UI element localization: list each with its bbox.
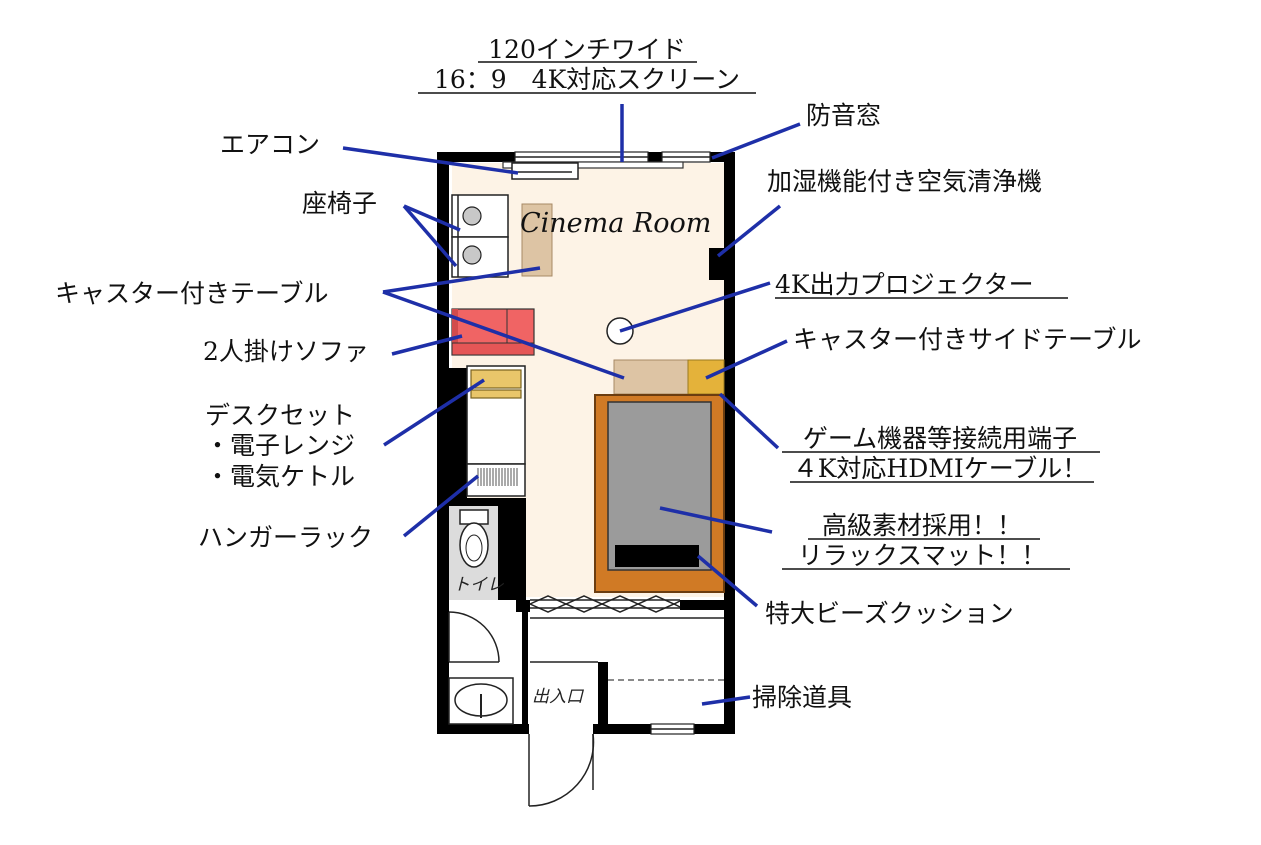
label-terminal-line2: ４K対応HDMIケーブル！ — [793, 454, 1088, 483]
toilet-door — [448, 611, 500, 663]
label-aircon: エアコン — [220, 130, 320, 159]
leader-window — [711, 122, 801, 160]
top-window — [514, 151, 711, 163]
label-screen-line2: 16：9 4K対応スクリーン — [434, 65, 740, 94]
leader-projector — [619, 281, 771, 333]
hanger-rack — [466, 463, 526, 497]
label-cushion: 特大ビーズクッション — [765, 599, 1014, 628]
leader-table-2 — [382, 290, 625, 380]
label-desk-line3: ・電気ケトル — [205, 462, 355, 491]
label-terminal-line1: ゲーム機器等接続用端子 — [803, 424, 1077, 453]
bottom-window — [650, 723, 695, 735]
label-desk-line2: ・電子レンジ — [205, 431, 355, 460]
leader-mat — [659, 506, 773, 534]
label-desk-line1: デスクセット — [205, 401, 355, 430]
leader-hanger — [402, 474, 480, 538]
label-caster-table: キャスター付きテーブル — [55, 279, 329, 308]
leader-cleaning — [701, 695, 751, 706]
leader-table-1 — [382, 266, 541, 294]
floor-chairs — [451, 194, 509, 278]
toilet-label: トイレ — [453, 575, 504, 595]
desk-set — [466, 365, 526, 465]
entrance-label: 出入口 — [532, 687, 585, 707]
label-cleaning: 掃除道具 — [752, 683, 852, 712]
leader-terminal — [718, 392, 780, 450]
hallway: 出入口 — [530, 617, 724, 707]
leader-aircon — [342, 146, 519, 175]
leader-chair-2 — [402, 204, 458, 268]
toilet-room: トイレ — [449, 506, 504, 600]
air-conditioner — [511, 162, 579, 180]
label-chairs: 座椅子 — [302, 189, 377, 218]
label-hanger: ハンガーラック — [198, 523, 373, 552]
leader-side-table — [705, 339, 788, 380]
leader-sofa — [391, 334, 463, 356]
caster-side-table-large — [613, 359, 689, 395]
leader-cushion — [696, 554, 759, 608]
screen — [502, 161, 684, 169]
leader-purifier — [716, 204, 782, 258]
label-screen-line1: 120インチワイド — [488, 35, 686, 64]
wash-basin — [448, 677, 514, 725]
leader-desk — [383, 378, 485, 447]
label-mat-line1: 高級素材採用！！ — [822, 511, 1022, 540]
label-soundproof-window: 防音窓 — [806, 101, 881, 130]
leader-chair-1 — [403, 204, 461, 232]
label-mat-line2: リラックスマット！！ — [798, 541, 1047, 570]
entrance-door[interactable] — [528, 733, 595, 807]
label-sofa: 2人掛けソファ — [203, 337, 369, 366]
sliding-partition — [529, 595, 681, 613]
label-side-table: キャスター付きサイドテーブル — [793, 325, 1142, 354]
bean-cushion — [615, 545, 699, 567]
leader-lines — [342, 104, 801, 706]
label-projector: 4K出力プロジェクター — [775, 270, 1034, 299]
label-air-purifier: 加湿機能付き空気清浄機 — [767, 167, 1042, 196]
labels: 120インチワイド 16：9 4K対応スクリーン エアコン 防音窓 加湿機能付き… — [55, 35, 1142, 712]
caster-table — [521, 203, 553, 277]
room-title: Cinema Room — [520, 208, 711, 239]
